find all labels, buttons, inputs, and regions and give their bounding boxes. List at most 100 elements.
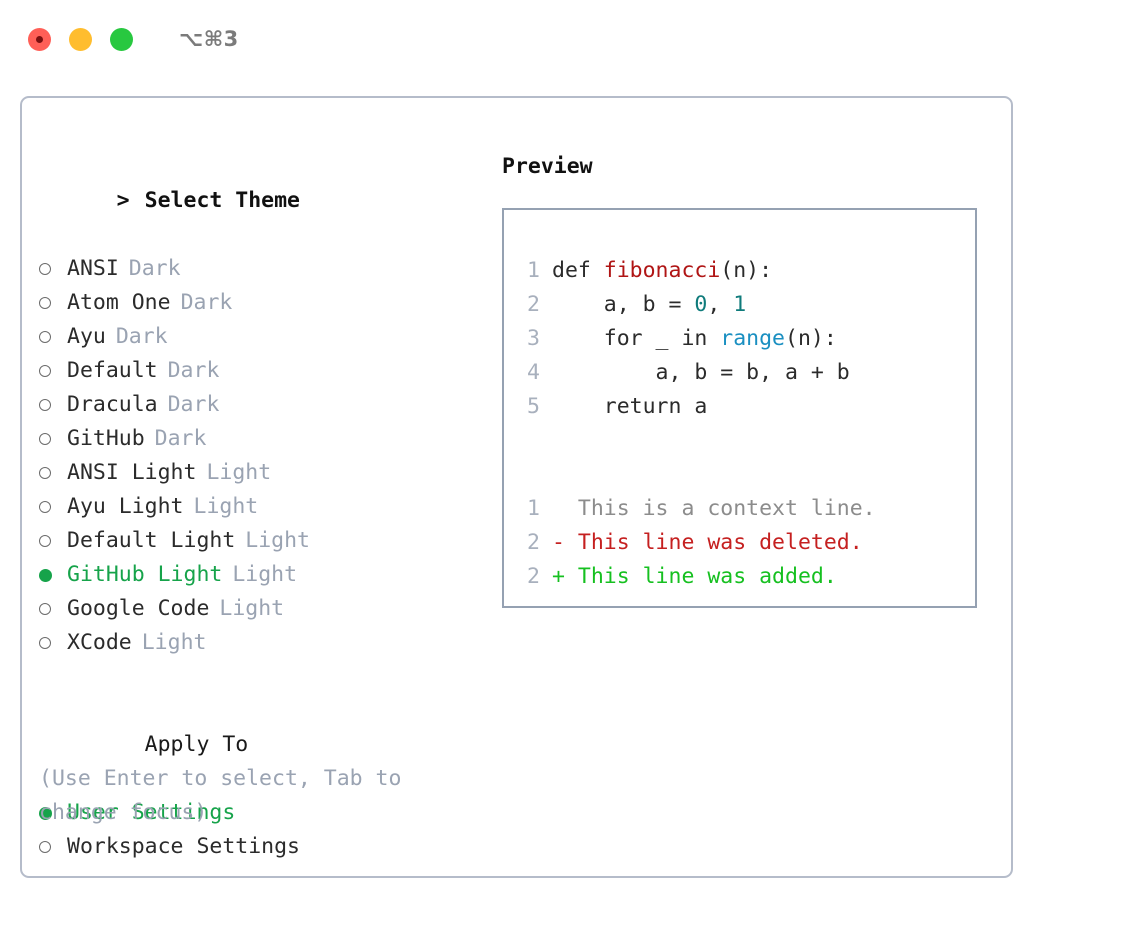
minimize-window-button[interactable]: [69, 27, 92, 51]
diff-content: - This line was deleted.: [552, 530, 863, 555]
theme-option-suffix: Light: [141, 630, 207, 655]
line-number: 2: [527, 564, 540, 589]
preview-heading: Preview: [502, 154, 593, 179]
theme-option-label: XCode: [67, 630, 132, 655]
code-token-number: 1: [733, 292, 747, 317]
code-token: a, b =: [552, 292, 695, 317]
radio-unselected-icon: [39, 365, 67, 377]
radio-unselected-icon: [39, 603, 67, 615]
radio-unselected-icon: [39, 263, 67, 275]
theme-selector-panel: >Select Theme ANSI Dark Atom One Dark Ay…: [39, 150, 469, 864]
theme-option-label: Ayu Light: [67, 494, 184, 519]
theme-option-xcode[interactable]: XCode Light: [39, 626, 469, 660]
theme-option-suffix: Dark: [128, 256, 181, 281]
close-window-button[interactable]: [28, 27, 51, 51]
theme-option-dracula-dark[interactable]: Dracula Dark: [39, 388, 469, 422]
theme-option-suffix: Light: [193, 494, 259, 519]
code-token-number: 0: [694, 292, 708, 317]
theme-option-suffix: Dark: [154, 426, 207, 451]
preview-code-box: 1 def fibonacci(n): 2 a, b = 0, 1 3 for …: [502, 208, 977, 608]
code-line: 1 def fibonacci(n):: [504, 254, 975, 288]
code-token: (n):: [785, 326, 837, 351]
code-token: return a: [552, 394, 708, 419]
apply-to-option-workspace-settings[interactable]: Workspace Settings: [39, 830, 469, 864]
focus-marker-icon: >: [116, 188, 130, 213]
maximize-window-button[interactable]: [110, 27, 133, 51]
apply-to-heading: Apply To: [39, 694, 469, 796]
theme-option-suffix: Dark: [115, 324, 168, 349]
radio-unselected-icon: [39, 467, 67, 479]
theme-option-label: GitHub: [67, 426, 145, 451]
apply-to-option-label: User Settings: [67, 800, 236, 825]
line-number: 5: [527, 394, 540, 419]
theme-option-label: Ayu: [67, 324, 106, 349]
radio-selected-icon: [39, 806, 67, 820]
traffic-lights: [28, 27, 133, 51]
theme-option-ayu-dark[interactable]: Ayu Dark: [39, 320, 469, 354]
diff-content: + This line was added.: [552, 564, 837, 589]
theme-option-label: ANSI: [67, 256, 119, 281]
apply-to-option-label: Workspace Settings: [67, 834, 300, 859]
recording-indicator-icon: [36, 35, 43, 43]
code-line: 2 a, b = 0, 1: [504, 288, 975, 322]
diff-line-context: 1 This is a context line.: [504, 492, 975, 526]
line-number: 1: [527, 258, 540, 283]
radio-unselected-icon: [39, 501, 67, 513]
line-number: 2: [527, 530, 540, 555]
theme-option-label: Dracula: [67, 392, 158, 417]
theme-option-suffix: Light: [245, 528, 311, 553]
theme-option-atom-one-dark[interactable]: Atom One Dark: [39, 286, 469, 320]
code-token: a, b = b, a + b: [552, 360, 850, 385]
code-content: a, b = 0, 1: [552, 288, 746, 322]
keyboard-hint-text: (Use Enter to select, Tab to change focu…: [39, 766, 402, 825]
diff-line-deleted: 2 - This line was deleted.: [504, 526, 975, 560]
theme-option-label: ANSI Light: [67, 460, 197, 485]
code-token-builtin: range: [720, 326, 786, 351]
radio-unselected-icon: [39, 637, 67, 649]
radio-unselected-icon: [39, 535, 67, 547]
theme-option-suffix: Dark: [167, 358, 220, 383]
line-number: 4: [527, 360, 540, 385]
code-content: return a: [552, 390, 708, 424]
radio-unselected-icon: [39, 297, 67, 309]
code-token: (n):: [720, 258, 773, 283]
code-blank-line: [504, 458, 975, 492]
code-token: def: [552, 258, 604, 283]
code-line: 5 return a: [504, 390, 975, 424]
code-token: ,: [707, 292, 734, 317]
line-number: 2: [527, 292, 540, 317]
theme-option-suffix: Dark: [180, 290, 233, 315]
radio-unselected-icon: [39, 399, 67, 411]
theme-option-ansi-light[interactable]: ANSI Light Light: [39, 456, 469, 490]
theme-option-github-dark[interactable]: GitHub Dark: [39, 422, 469, 456]
diff-line-added: 2 + This line was added.: [504, 560, 975, 594]
code-content: def fibonacci(n):: [552, 254, 772, 288]
theme-option-github-light[interactable]: GitHub Light Light: [39, 558, 469, 592]
theme-option-suffix: Light: [219, 596, 285, 621]
radio-unselected-icon: [39, 433, 67, 445]
code-line: 3 for _ in range(n):: [504, 322, 975, 356]
theme-option-default-light[interactable]: Default Light Light: [39, 524, 469, 558]
theme-option-default-dark[interactable]: Default Dark: [39, 354, 469, 388]
theme-option-list: ANSI Dark Atom One Dark Ayu Dark Default…: [39, 252, 469, 660]
line-number: 3: [527, 326, 540, 351]
theme-option-google-code[interactable]: Google Code Light: [39, 592, 469, 626]
radio-unselected-icon: [39, 841, 67, 853]
theme-option-ayu-light[interactable]: Ayu Light Light: [39, 490, 469, 524]
theme-option-label: Google Code: [67, 596, 210, 621]
theme-option-ansi-dark[interactable]: ANSI Dark: [39, 252, 469, 286]
theme-option-label: Atom One: [67, 290, 171, 315]
code-line: 4 a, b = b, a + b: [504, 356, 975, 390]
theme-option-suffix: Dark: [167, 392, 220, 417]
code-token-function: fibonacci: [603, 258, 721, 283]
theme-option-suffix: Light: [206, 460, 272, 485]
code-content: a, b = b, a + b: [552, 356, 850, 390]
radio-unselected-icon: [39, 331, 67, 343]
theme-option-label: Default Light: [67, 528, 236, 553]
apply-to-option-user-settings[interactable]: User Settings: [39, 796, 469, 830]
keyboard-shortcut-label: ⌥⌘3: [179, 27, 239, 51]
theme-option-label: GitHub Light: [67, 562, 223, 587]
theme-option-suffix: Light: [232, 562, 298, 587]
code-token: for _ in: [552, 326, 721, 351]
window-titlebar: ⌥⌘3: [0, 0, 1140, 78]
